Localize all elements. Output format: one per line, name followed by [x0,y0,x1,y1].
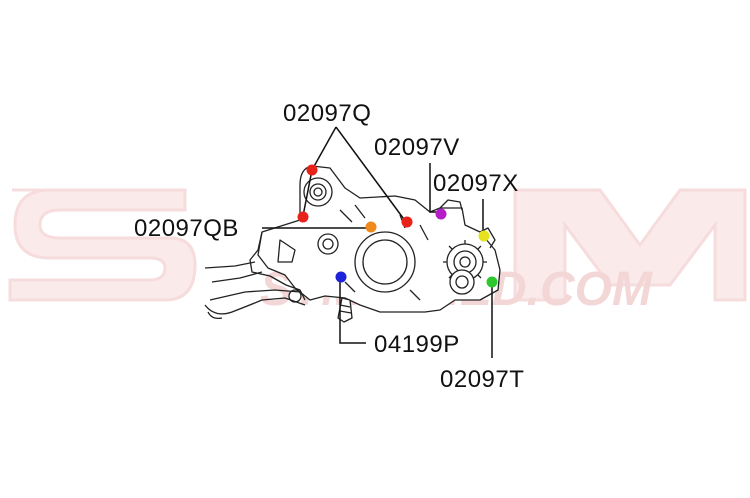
callout-02097q: 02097Q [283,100,372,127]
callout-02097v: 02097V [374,134,460,161]
marker-02097q-left [297,211,309,223]
callout-04199p: 04199P [374,331,460,358]
callout-02097qb: 02097QB [134,215,239,242]
callout-02097t: 02097T [440,366,525,393]
marker-02097q-right [401,216,413,228]
marker-04199p [335,271,347,283]
marker-02097q-top [306,164,318,176]
marker-02097qb [365,221,377,233]
callout-02097x: 02097X [433,170,519,197]
marker-02097t [486,276,498,288]
marker-02097x [478,230,490,242]
marker-02097v [435,208,447,220]
